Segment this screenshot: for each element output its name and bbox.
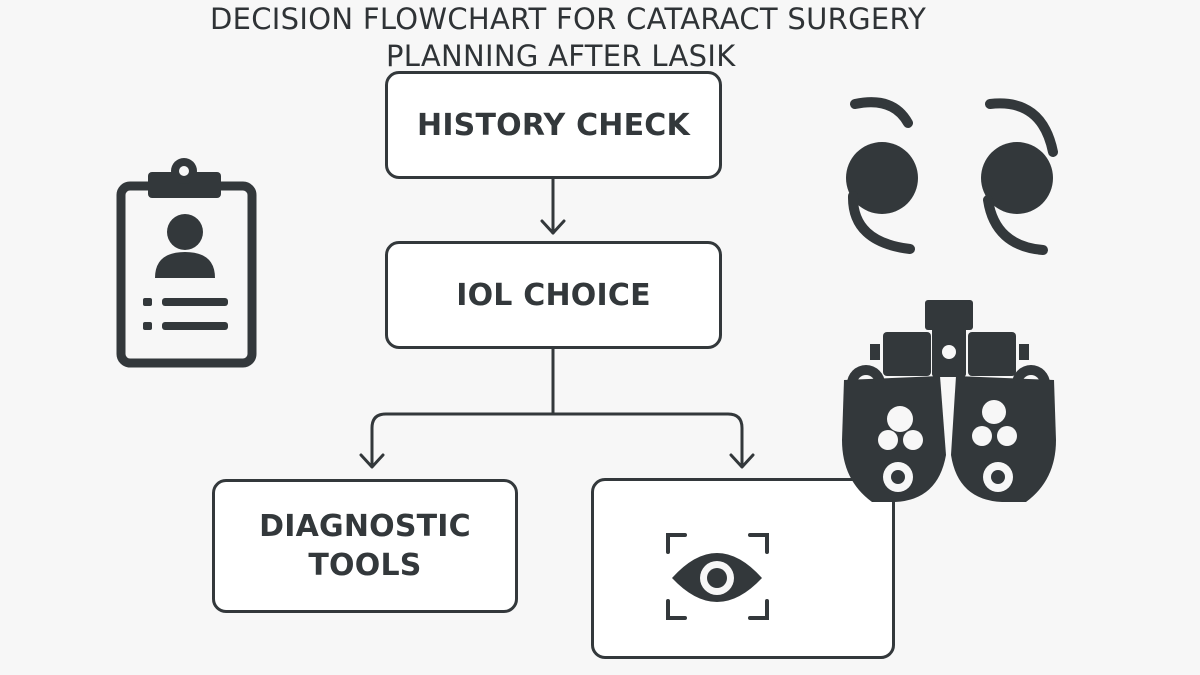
node-iol-choice: IOL CHOICE — [385, 241, 722, 349]
intraocular-lens-icon — [846, 97, 1058, 255]
node-iol-choice-label: IOL CHOICE — [456, 277, 651, 313]
node-diagnostic-tools-label: DIAGNOSTIC TOOLS — [259, 509, 471, 583]
diagram-title-line-1: DECISION FLOWCHART FOR CATARACT SURGERY — [210, 2, 927, 36]
node-history-check: HISTORY CHECK — [385, 71, 722, 179]
arrowhead-to-diagnostic — [359, 453, 385, 469]
eye-scan-icon — [666, 533, 769, 620]
phoropter-icon — [842, 300, 1056, 502]
arrowhead-to-eye-scan — [729, 453, 755, 469]
patient-clipboard-icon — [116, 158, 257, 368]
diagram-title-line-2: PLANNING AFTER LASIK — [386, 39, 736, 73]
node-history-check-label: HISTORY CHECK — [417, 107, 690, 143]
arrow-history-to-iol — [540, 177, 566, 235]
node-diagnostic-tools: DIAGNOSTIC TOOLS — [212, 479, 518, 613]
split-connector — [370, 347, 744, 468]
